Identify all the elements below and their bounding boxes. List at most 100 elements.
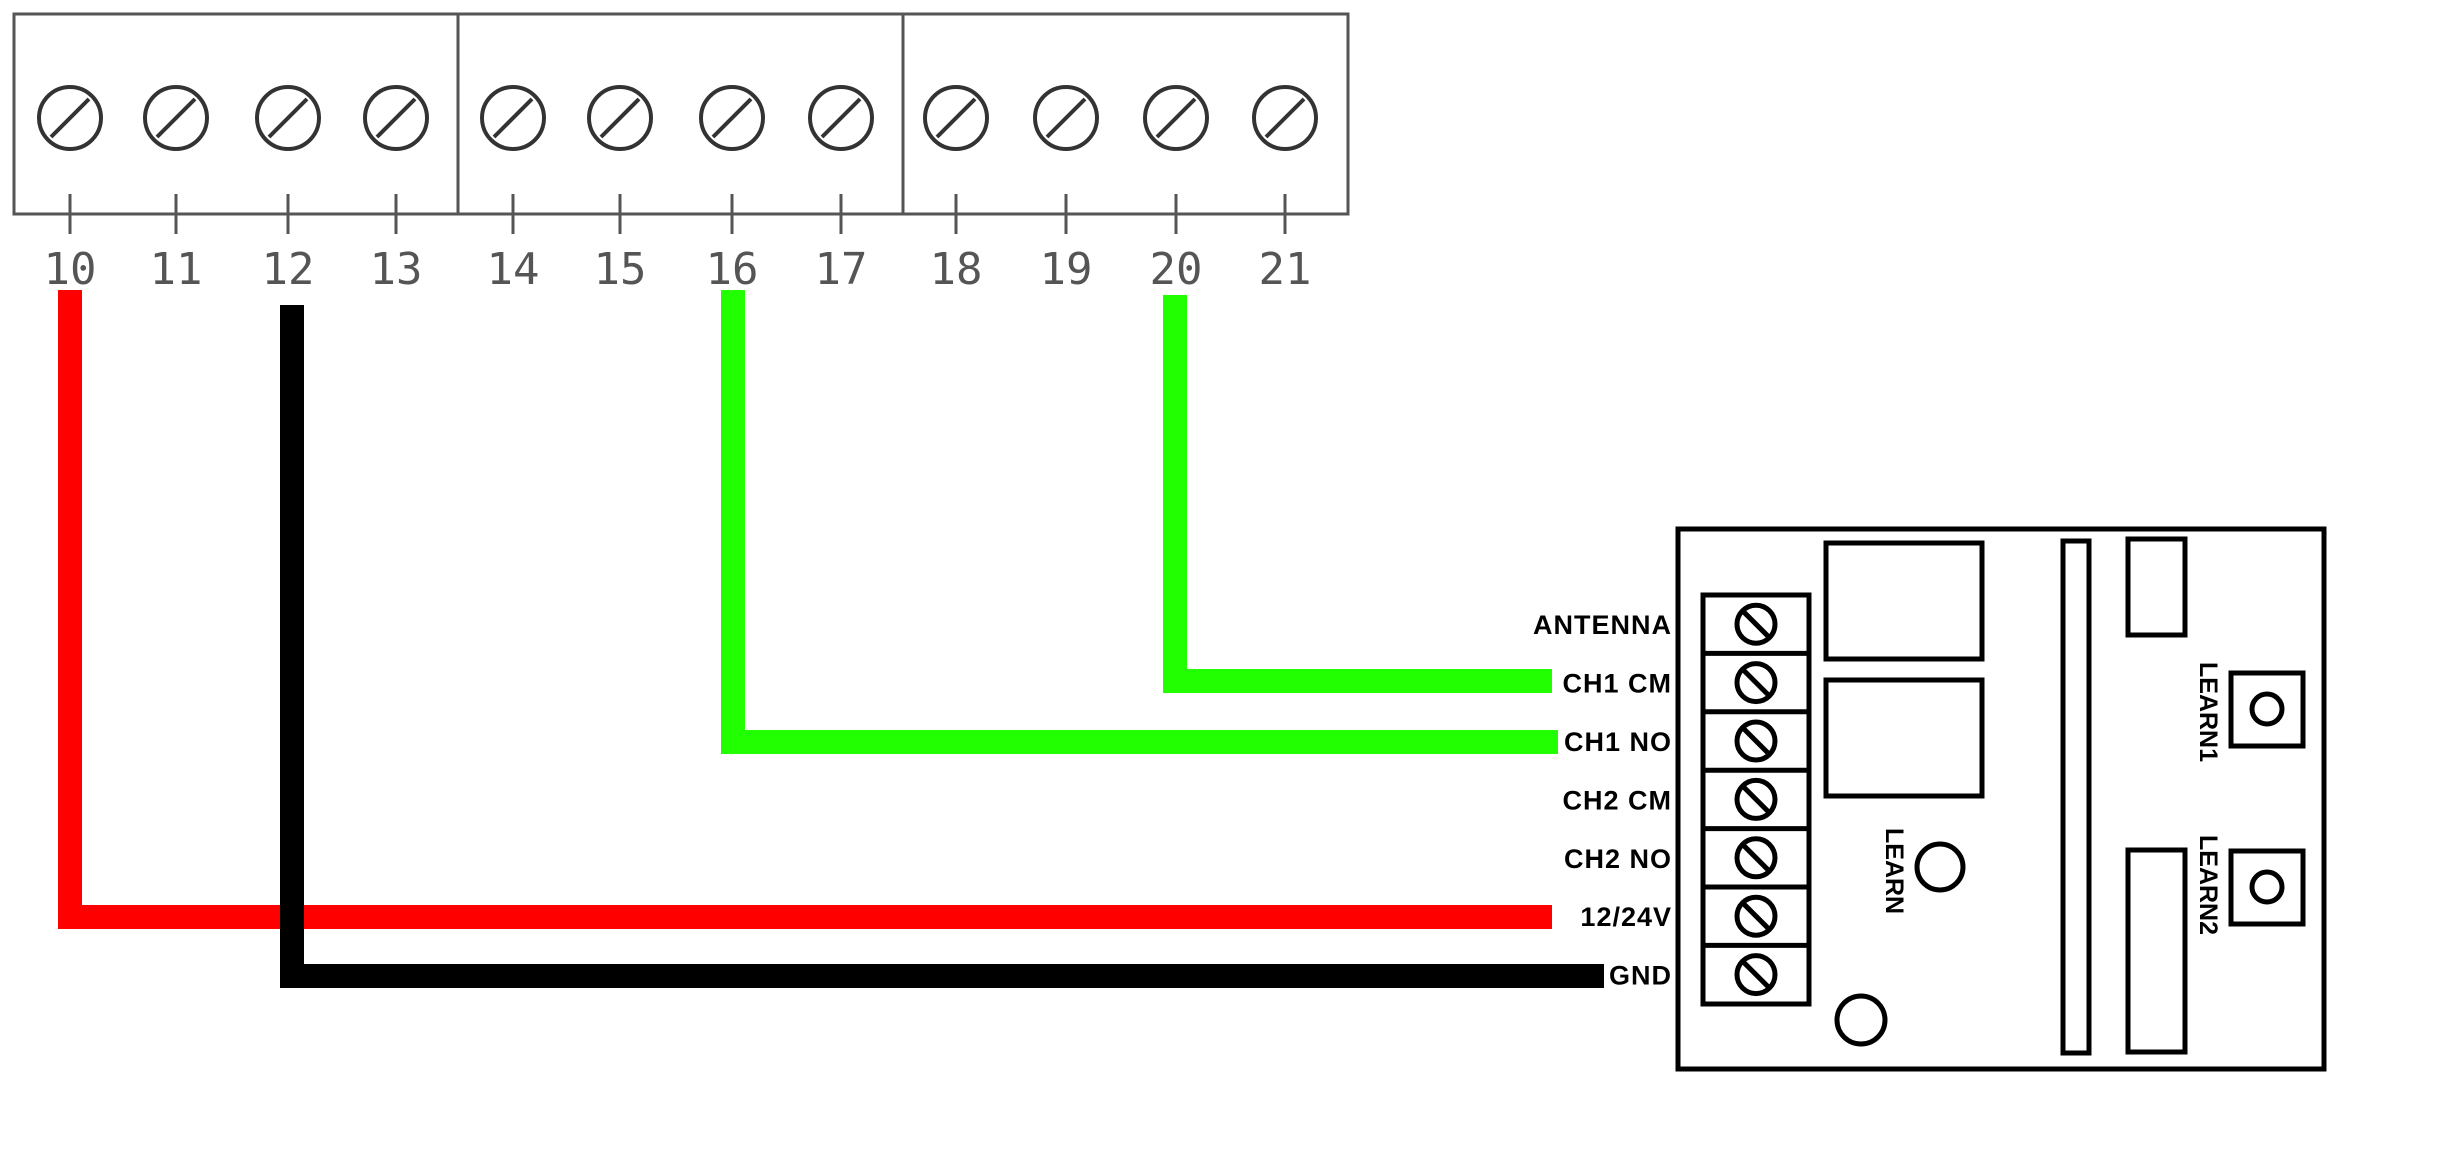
screw-icon <box>1734 777 1778 821</box>
receiver-pin-label: CH2 CM <box>1562 785 1672 815</box>
terminal-number: 16 <box>706 244 759 295</box>
receiver-pin-label: CH1 CM <box>1562 669 1672 699</box>
terminal-number: 17 <box>815 244 868 295</box>
screw-icon <box>587 85 653 151</box>
receiver-pin-ch1-cm[interactable]: CH1 CM <box>1562 650 1809 705</box>
terminal-block: 10 11 12 13 14 15 16 17 18 19 20 21 <box>12 12 1350 295</box>
terminal-11[interactable]: 11 <box>143 85 209 295</box>
screw-icon <box>1734 602 1778 646</box>
screw-slot <box>1155 97 1197 139</box>
screw-slot <box>1742 960 1770 989</box>
receiver-pin-label: ANTENNA <box>1533 610 1672 640</box>
terminal-number: 13 <box>370 244 423 295</box>
screw-slot <box>820 97 862 139</box>
receiver-terminal-strip <box>1700 592 1812 1007</box>
learn-label: LEARN <box>1880 828 1908 914</box>
screw-icon <box>255 85 321 151</box>
receiver-board <box>1675 526 2327 1072</box>
screw-slot <box>1742 610 1770 638</box>
screw-slot <box>1264 97 1306 139</box>
screw-icon <box>143 85 209 151</box>
screw-icon <box>923 85 989 151</box>
learn1-button[interactable] <box>2249 691 2285 727</box>
learn1-button-housing <box>2228 670 2306 749</box>
screw-icon <box>1734 894 1778 938</box>
terminal-19[interactable]: 19 <box>1033 85 1099 295</box>
terminal-number: 18 <box>930 244 983 295</box>
terminal-14[interactable]: 14 <box>480 85 546 295</box>
terminal-number: 14 <box>487 244 540 295</box>
status-led <box>1834 993 1888 1047</box>
screw-slot <box>49 97 91 139</box>
terminal-10[interactable]: 10 <box>37 85 103 295</box>
screw-slot <box>1742 727 1770 755</box>
terminal-number: 21 <box>1259 244 1312 295</box>
receiver-pin-label: GND <box>1609 961 1672 991</box>
screw-slot <box>1742 785 1770 814</box>
terminal-block-frame <box>12 12 1350 216</box>
screw-slot <box>599 97 641 139</box>
relay-1 <box>1823 540 1985 662</box>
terminal-number: 10 <box>44 244 97 295</box>
small-component-bottom <box>2125 847 2188 1055</box>
terminal-list: 10 11 12 13 14 15 16 17 18 19 20 21 <box>37 85 1318 295</box>
terminal-20[interactable]: 20 <box>1143 85 1209 295</box>
screw-icon <box>1734 953 1778 997</box>
screw-slot <box>711 97 753 139</box>
vertical-component <box>2060 538 2092 1056</box>
screw-slot <box>375 97 417 139</box>
receiver-pin-list: ANTENNA CH1 CM CH1 NO CH2 CM CH2 NO 12/24V GND <box>1533 602 1809 997</box>
receiver-module: ANTENNA CH1 CM CH1 NO CH2 CM CH2 NO 12/24V GND… <box>1533 526 2327 1072</box>
screw-icon <box>480 85 546 151</box>
terminal-number: 19 <box>1040 244 1093 295</box>
receiver-pin-12-24v[interactable]: 12/24V <box>1580 884 1809 938</box>
screw-icon <box>808 85 874 151</box>
terminal-21[interactable]: 21 <box>1252 85 1318 295</box>
screw-slot <box>1742 844 1770 872</box>
screw-slot <box>935 97 977 139</box>
wire-12v <box>58 290 1552 929</box>
learn2-button[interactable] <box>2249 869 2285 905</box>
screw-icon <box>1143 85 1209 151</box>
screw-slot <box>1742 668 1770 697</box>
terminal-12[interactable]: 12 <box>255 85 321 295</box>
screw-slot <box>267 97 309 139</box>
wire-gnd <box>280 305 1604 988</box>
terminal-18[interactable]: 18 <box>923 85 989 295</box>
relay-2 <box>1823 677 1985 799</box>
receiver-pin-label: CH2 NO <box>1564 844 1672 874</box>
screw-slot <box>155 97 197 139</box>
terminal-13[interactable]: 13 <box>363 85 429 295</box>
screw-slot <box>1742 902 1770 930</box>
receiver-pin-antenna[interactable]: ANTENNA <box>1533 602 1778 646</box>
terminal-15[interactable]: 15 <box>587 85 653 295</box>
terminal-17[interactable]: 17 <box>808 85 874 295</box>
terminal-number: 11 <box>150 244 203 295</box>
receiver-pin-label: CH1 NO <box>1564 727 1672 757</box>
screw-icon <box>1734 719 1778 763</box>
wire-ch1-no <box>721 290 1558 754</box>
receiver-pin-gnd[interactable]: GND <box>1609 942 1809 997</box>
screw-slot <box>1045 97 1087 139</box>
learn2-label: LEARN2 <box>2194 835 2222 935</box>
terminal-16[interactable]: 16 <box>699 85 765 295</box>
screw-slot <box>492 97 534 139</box>
terminal-number: 15 <box>594 244 647 295</box>
screw-icon <box>363 85 429 151</box>
screw-icon <box>37 85 103 151</box>
small-component-top <box>2125 536 2188 638</box>
screw-icon <box>1033 85 1099 151</box>
wire-ch1-cm <box>1163 295 1552 693</box>
terminal-number: 12 <box>262 244 315 295</box>
screw-icon <box>1734 661 1778 705</box>
learn1-label: LEARN1 <box>2194 662 2222 762</box>
learn-button[interactable] <box>1914 841 1966 893</box>
screw-icon <box>1734 836 1778 880</box>
learn2-button-housing <box>2228 848 2306 927</box>
terminal-number: 20 <box>1150 244 1203 295</box>
receiver-pin-ch1-no[interactable]: CH1 NO <box>1564 709 1809 763</box>
screw-icon <box>1252 85 1318 151</box>
receiver-pin-ch2-cm[interactable]: CH2 CM <box>1562 767 1809 821</box>
receiver-pin-ch2-no[interactable]: CH2 NO <box>1564 826 1809 880</box>
